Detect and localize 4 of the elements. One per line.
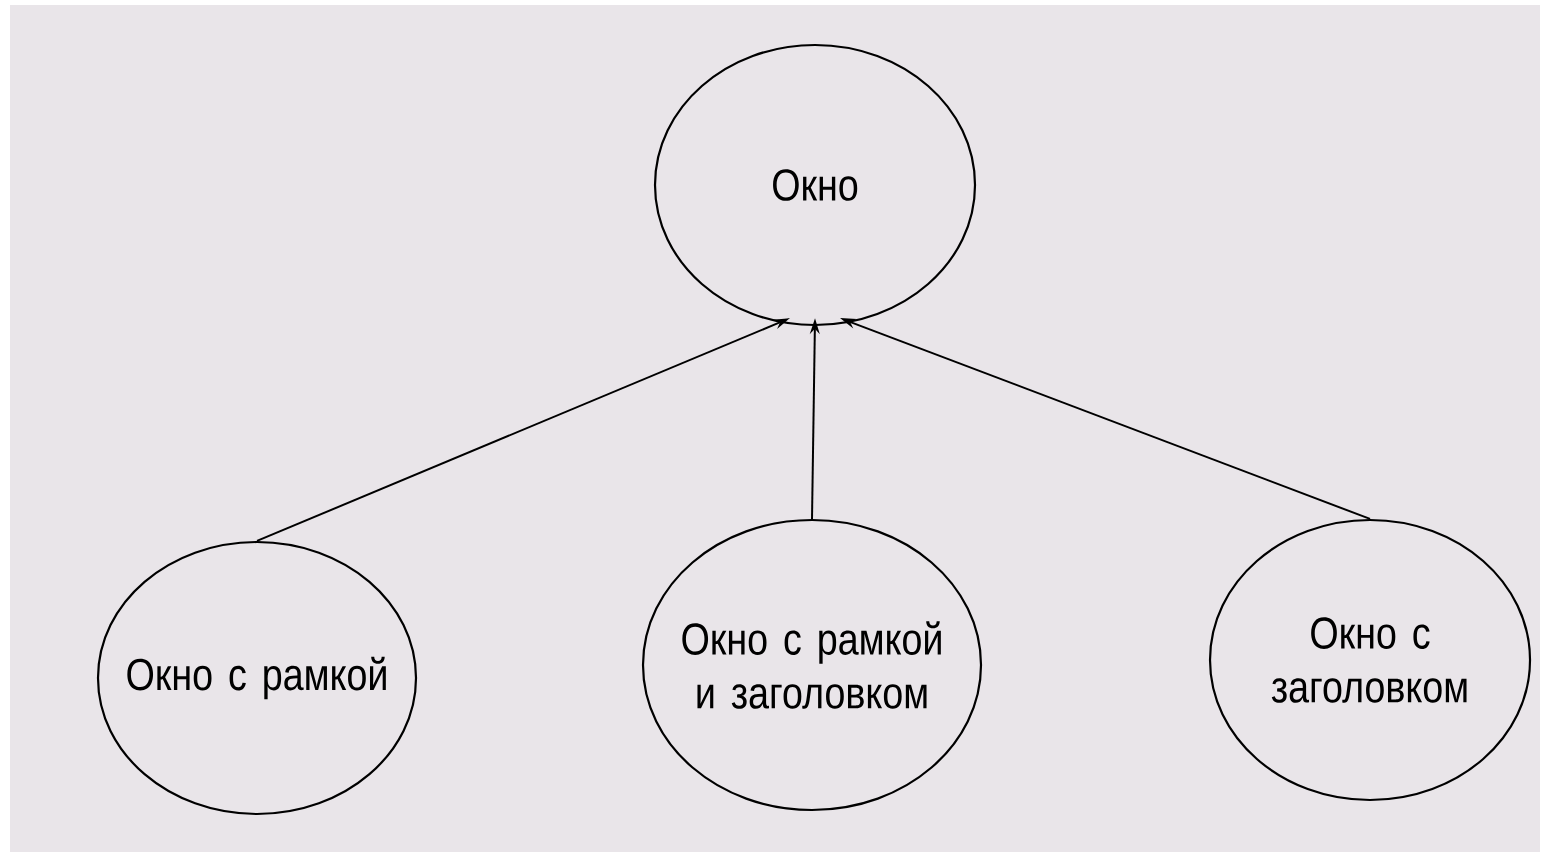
ellipse-node: Окно: [653, 43, 977, 327]
ellipse-node: Окно с заголовком: [1208, 518, 1532, 802]
ellipse-node: Окно с рамкой: [96, 540, 418, 816]
ellipse-node: Окно с рамкой и заголовком: [641, 518, 983, 812]
